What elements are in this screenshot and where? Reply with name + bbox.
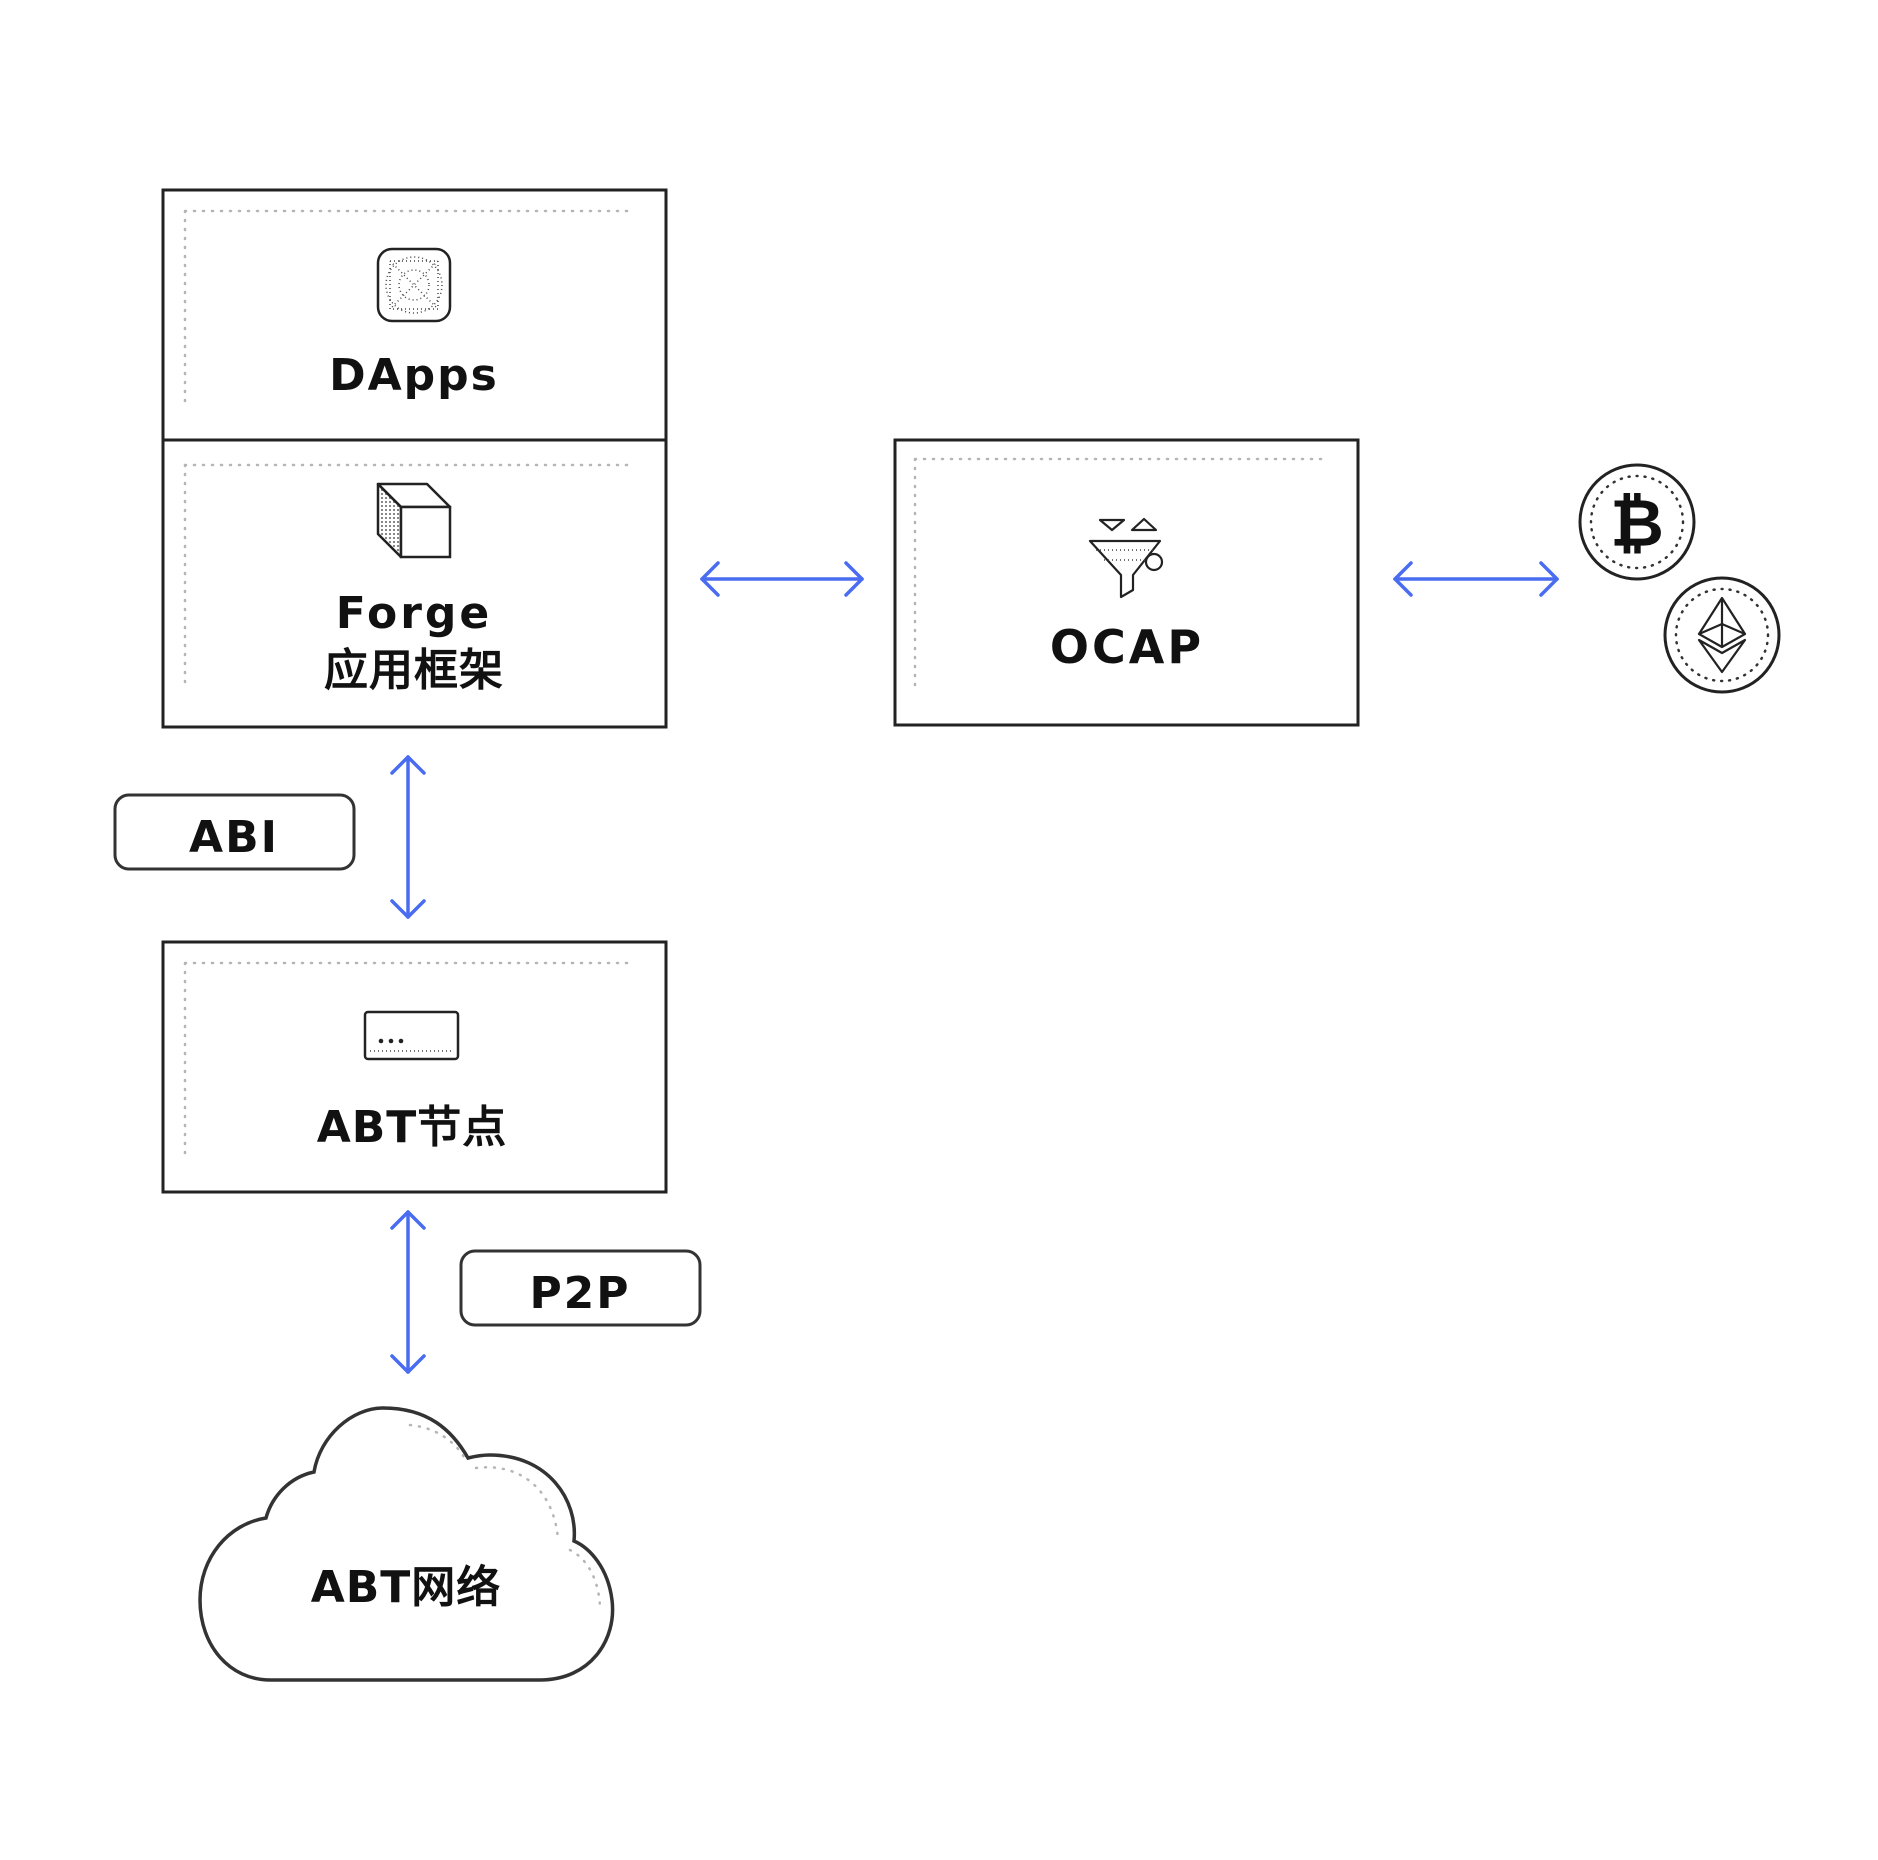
abi-arrow: [390, 755, 426, 919]
abi-tag: ABI: [113, 793, 356, 871]
abt-network-label: ABT网络: [311, 1562, 502, 1613]
ocap-label: OCAP: [1050, 620, 1204, 674]
ethereum-coin: [1663, 576, 1781, 694]
dapps-label: DApps: [329, 350, 499, 401]
cube-icon: [376, 482, 452, 559]
dapps-box: DApps: [161, 188, 668, 442]
bitcoin-icon: ₿: [1610, 485, 1664, 562]
app-icon: [376, 247, 452, 323]
ocap-coins-arrow: [1393, 561, 1559, 597]
abt-node-box: ABT节点: [161, 940, 668, 1194]
p2p-arrow: [390, 1210, 426, 1374]
forge-ocap-arrow: [700, 561, 864, 597]
funnel-icon: [1088, 517, 1164, 599]
ocap-box: OCAP: [893, 438, 1360, 727]
p2p-tag: P2P: [459, 1249, 702, 1327]
abt-network-cloud: ABT网络: [198, 1406, 615, 1682]
p2p-label: P2P: [529, 1268, 630, 1319]
terminal-icon: [363, 1010, 460, 1061]
forge-box: Forge 应用框架: [161, 438, 668, 729]
forge-label-line1: Forge: [336, 588, 493, 639]
ethereum-icon: [1697, 596, 1747, 674]
abt-node-label: ABT节点: [317, 1102, 508, 1153]
abi-label: ABI: [189, 812, 279, 863]
bitcoin-coin: ₿: [1578, 463, 1696, 581]
forge-label-line2: 应用框架: [324, 645, 504, 696]
